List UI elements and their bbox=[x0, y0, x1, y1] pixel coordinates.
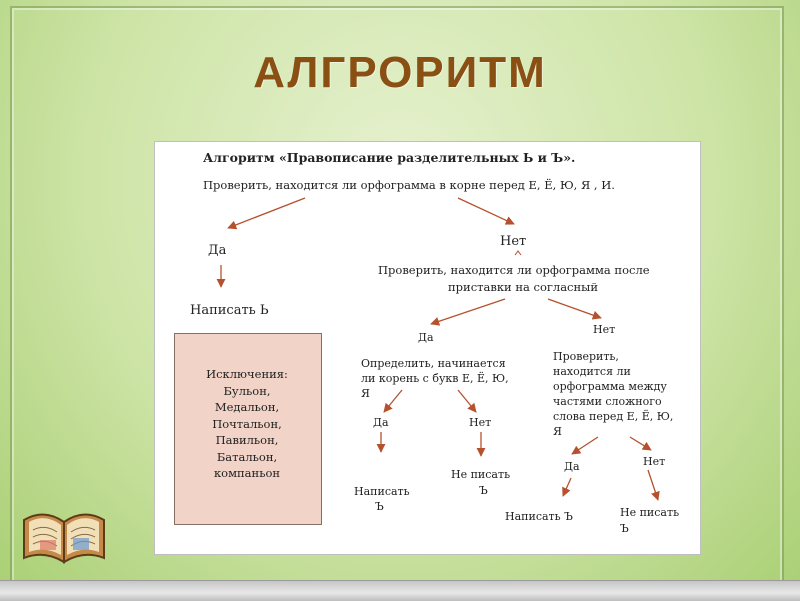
no-label-3: Нет bbox=[469, 416, 492, 429]
check-root-text: Проверить, находится ли орфограмма в кор… bbox=[203, 178, 615, 192]
write-soft-sign: Написать Ь bbox=[190, 303, 269, 318]
diagram-heading: Алгоритм «Правописание разделительных Ь … bbox=[203, 150, 576, 165]
exception-word: Медальон, bbox=[214, 400, 280, 414]
yes-label-3: Да bbox=[373, 416, 389, 429]
check-prefix-line2: приставки на согласный bbox=[448, 280, 598, 294]
check-compound-line6: Я bbox=[553, 425, 562, 438]
write-hard-1-line1: Написать bbox=[354, 485, 410, 498]
exceptions-box bbox=[174, 333, 322, 525]
check-compound-line5: слова перед Е, Ё, Ю, bbox=[553, 410, 674, 423]
write-hard-2: Написать Ъ bbox=[505, 510, 573, 523]
determine-line1: Определить, начинается bbox=[361, 357, 506, 370]
exception-word: компаньон bbox=[213, 466, 281, 480]
check-prefix-line1: Проверить, находится ли орфограмма после bbox=[378, 263, 650, 277]
dont-write-1-line1: Не писать bbox=[451, 468, 511, 481]
check-compound-line3: орфограмма между bbox=[553, 380, 667, 393]
exceptions-list: Исключения: Бульон, Медальон, Почтальон,… bbox=[186, 366, 308, 482]
check-compound-line1: Проверить, bbox=[553, 350, 619, 363]
dont-write-1-line2: Ъ bbox=[479, 484, 488, 497]
open-book-icon bbox=[23, 513, 105, 564]
determine-line3: Я bbox=[361, 387, 370, 400]
exception-word: Батальон, bbox=[216, 449, 278, 464]
no-label-2: Нет bbox=[593, 323, 616, 336]
exception-word: Бульон, bbox=[223, 383, 271, 398]
check-compound-line4: частями сложного bbox=[553, 395, 662, 408]
yes-label-4: Да bbox=[564, 460, 580, 473]
no-label-1: Нет bbox=[500, 234, 527, 249]
exception-word: Павильон, bbox=[215, 433, 279, 447]
yes-label-1: Да bbox=[208, 243, 227, 258]
footer-strip bbox=[0, 580, 800, 601]
determine-line2: ли корень с букв Е, Ё, Ю, bbox=[361, 372, 509, 385]
check-compound-line2: находится ли bbox=[553, 365, 631, 378]
yes-label-2: Да bbox=[418, 331, 434, 344]
write-hard-1-line2: Ъ bbox=[375, 500, 384, 513]
exceptions-title: Исключения: bbox=[206, 367, 288, 381]
dont-write-2-line2: Ъ bbox=[620, 522, 629, 535]
exception-word: Почтальон, bbox=[212, 416, 282, 431]
dont-write-2-line1: Не писать bbox=[620, 506, 680, 519]
no-label-4: Нет bbox=[643, 455, 666, 468]
slide-title: АЛГРОРИТМ bbox=[253, 48, 547, 97]
